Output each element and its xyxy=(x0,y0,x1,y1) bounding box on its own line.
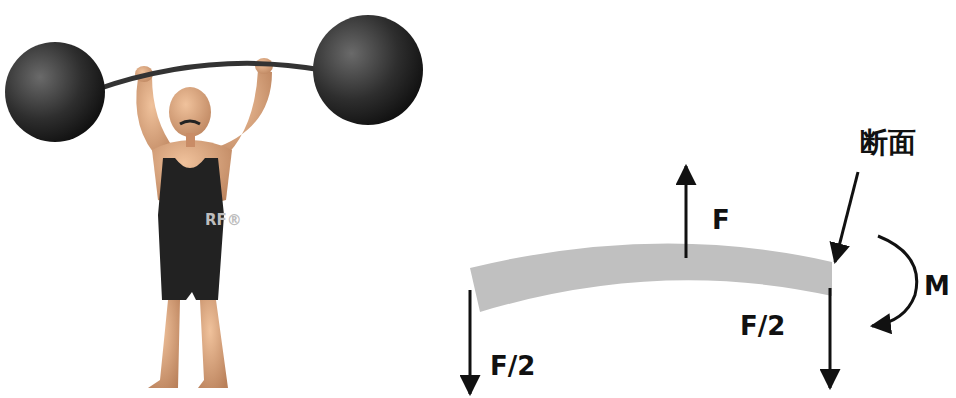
weightlifter xyxy=(135,58,273,388)
weight-ball xyxy=(5,42,105,142)
force-label: F xyxy=(712,206,730,235)
watermark: RF® xyxy=(205,212,242,229)
bar xyxy=(95,63,322,90)
weight-ball xyxy=(313,15,423,125)
force-arrow xyxy=(829,288,832,388)
leg xyxy=(148,300,180,388)
moment-label: M xyxy=(924,272,950,301)
singlet xyxy=(158,158,224,300)
leader-arrow xyxy=(835,172,858,262)
force-arrow xyxy=(685,166,688,258)
section-label: 断面 xyxy=(860,128,916,159)
beam xyxy=(470,243,832,312)
leg xyxy=(198,300,228,388)
neck xyxy=(186,133,195,147)
moment-arrow xyxy=(872,236,917,326)
head xyxy=(169,87,211,137)
force-arrow xyxy=(469,290,472,394)
moustache xyxy=(180,121,200,124)
force-label: F/2 xyxy=(490,352,535,381)
force-label: F/2 xyxy=(740,312,785,341)
